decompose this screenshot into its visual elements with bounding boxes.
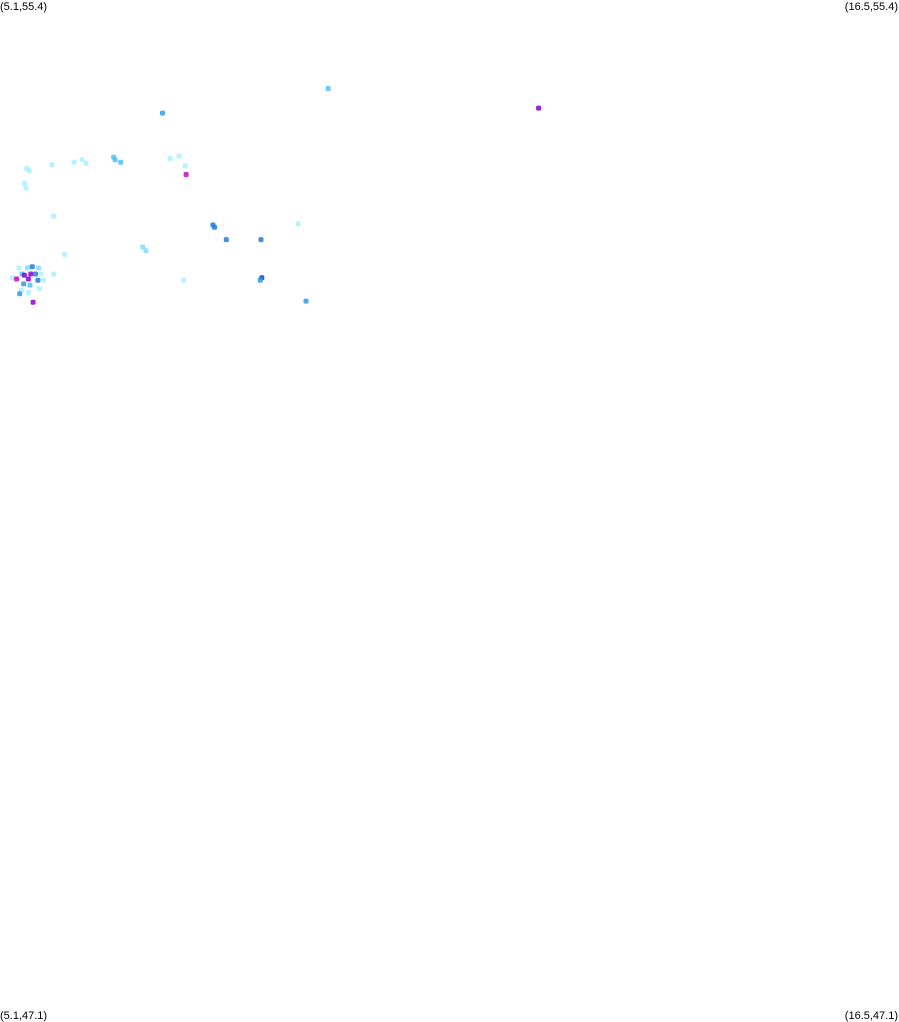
map-point [79, 157, 85, 163]
map-point [36, 265, 42, 271]
corner-top-right-label: (16.5,55.4) [844, 1, 898, 13]
map-point [21, 281, 27, 287]
map-point [223, 237, 229, 243]
map-point [30, 299, 36, 305]
corner-bottom-right-label: (16.5,47.1) [844, 1010, 898, 1022]
map-point [181, 277, 187, 283]
map-point [143, 248, 149, 254]
map-point [27, 282, 33, 288]
map-point [49, 162, 55, 168]
map-point [29, 264, 35, 270]
map-point [51, 271, 57, 277]
map-point [536, 105, 542, 111]
map-point [26, 168, 32, 174]
map-point [257, 277, 263, 283]
map-point [71, 159, 77, 165]
map-point [35, 277, 41, 283]
map-point [325, 86, 331, 91]
map-point [28, 271, 34, 277]
map-point [17, 291, 23, 297]
map-point [83, 160, 89, 166]
map-point [25, 276, 31, 282]
map-point [258, 237, 264, 243]
map-point [16, 265, 22, 271]
map-point [23, 185, 29, 191]
map-point [21, 272, 27, 278]
map-point [51, 213, 57, 219]
map-point [182, 163, 188, 169]
corner-top-left-label: (5.1,55.4) [0, 1, 48, 13]
map-point [295, 221, 301, 227]
map-point [14, 276, 20, 282]
map-point [303, 298, 309, 304]
points-layer [10, 86, 542, 305]
map-point [33, 271, 38, 277]
map-point [112, 157, 118, 163]
map-point [212, 224, 217, 230]
map-point [38, 271, 44, 277]
map-point [10, 275, 16, 281]
map-point [25, 265, 31, 271]
map-point [62, 251, 68, 257]
map-point [183, 172, 189, 177]
map-point [40, 277, 46, 283]
map-point [176, 153, 182, 159]
map-point [25, 290, 31, 295]
map-point [118, 159, 124, 165]
map-point [160, 110, 165, 116]
map-point [36, 286, 42, 292]
map-point [140, 244, 146, 250]
map-point [21, 180, 27, 186]
map-point [167, 156, 173, 161]
corner-bottom-left-label: (5.1,47.1) [0, 1010, 48, 1022]
